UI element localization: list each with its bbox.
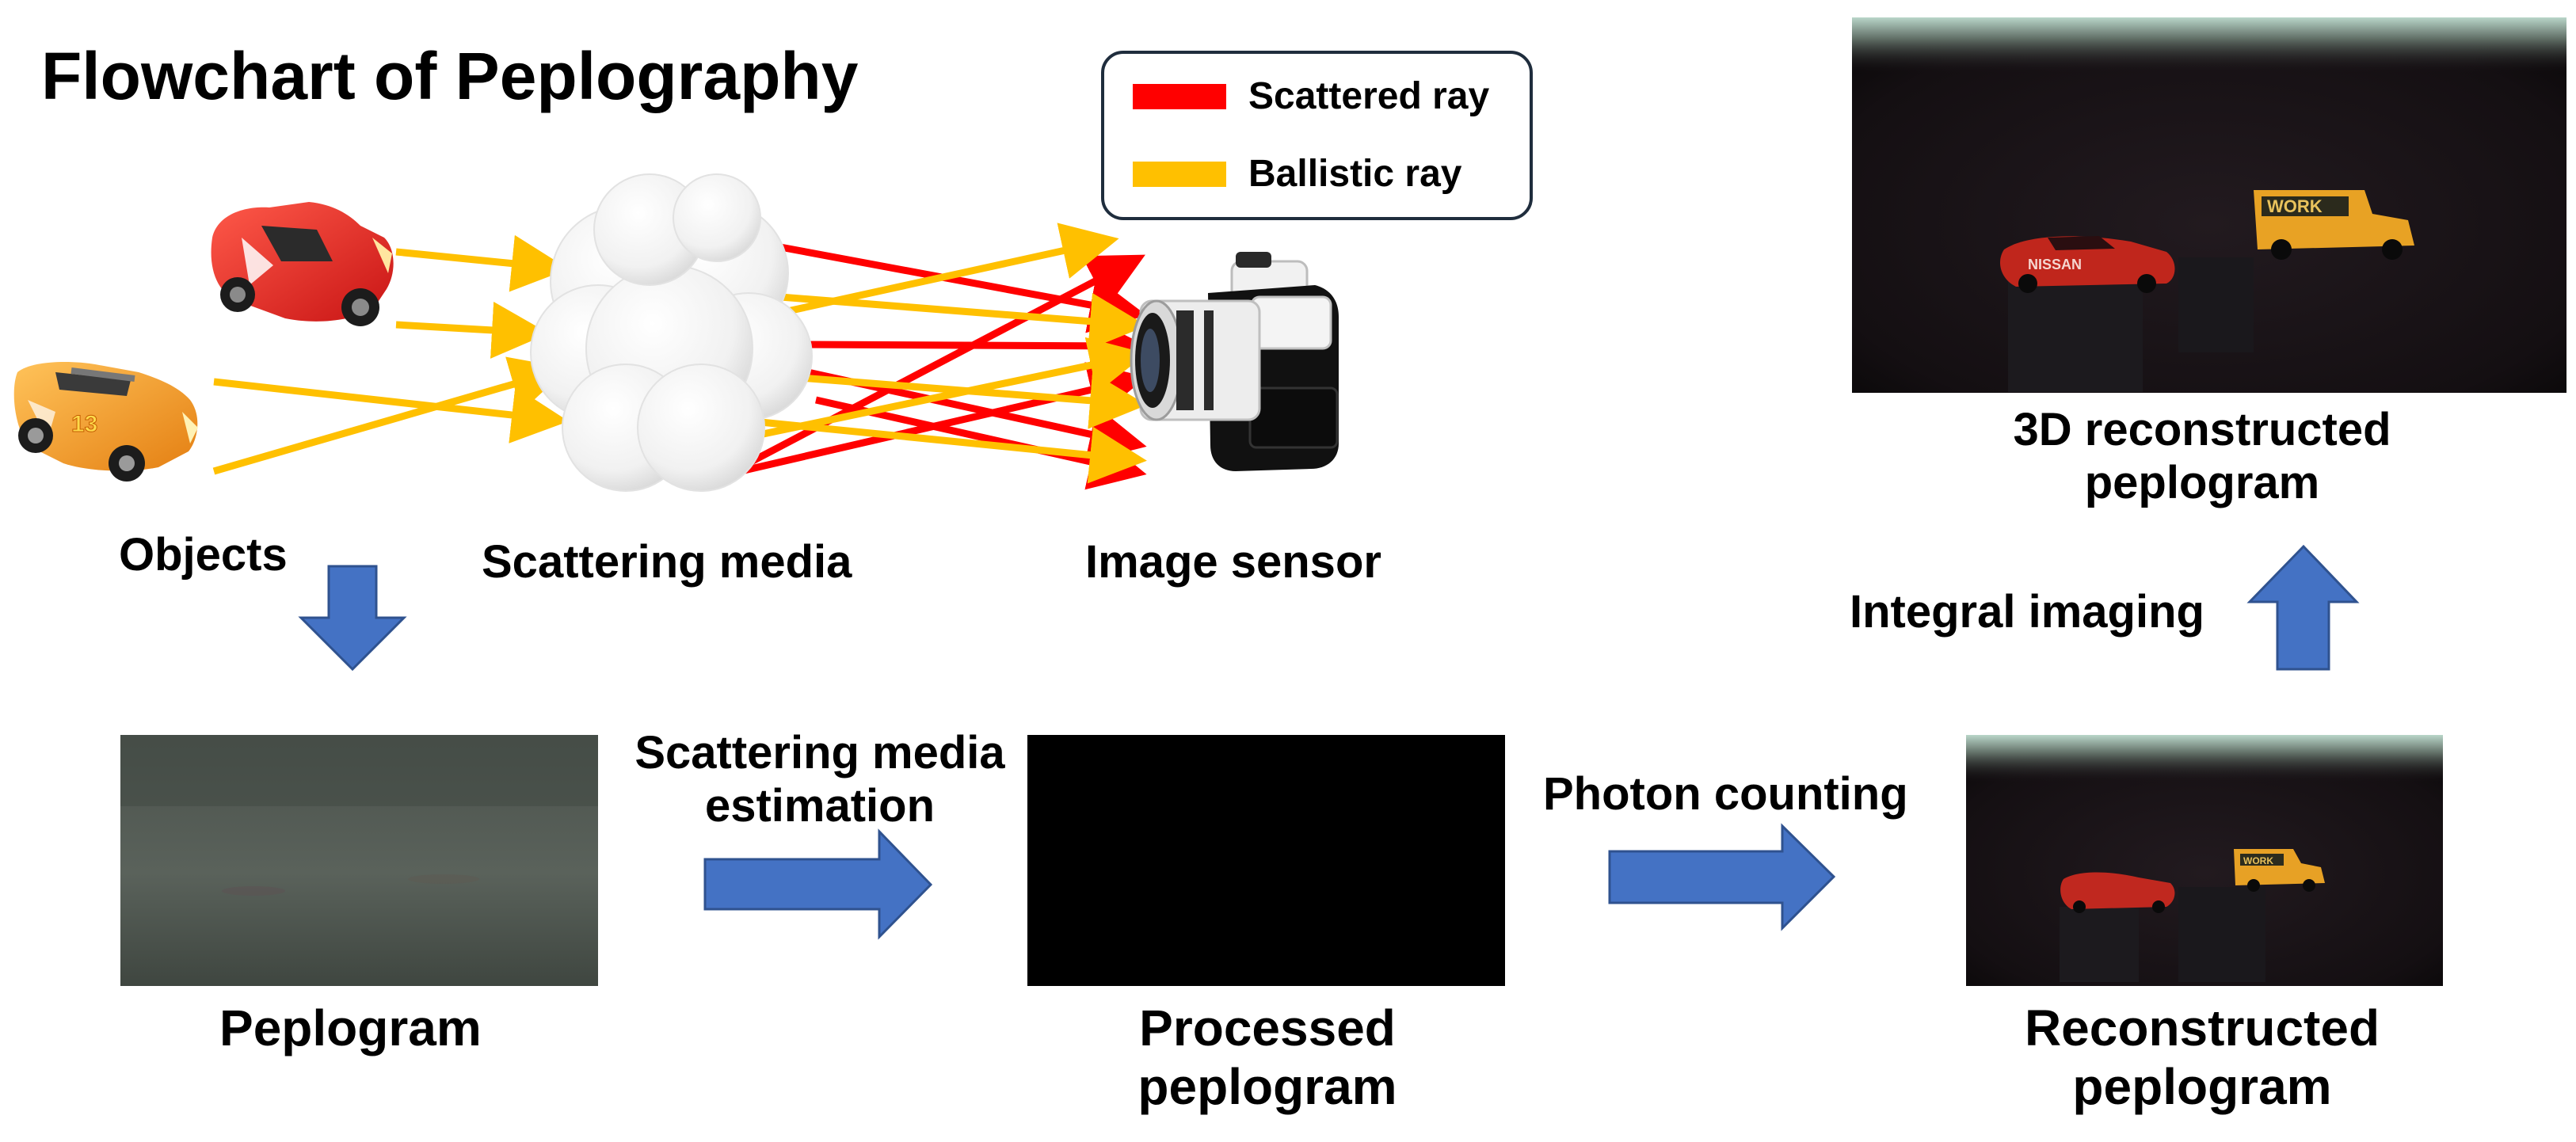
ballistic-rays-incoming [212,234,569,475]
legend: Scattered ray Ballistic ray [1101,51,1533,220]
estimation-label-line1: Scattering media [634,727,1005,778]
truck-sign-text: WORK [2267,196,2323,216]
truck-sign-small: WORK [2243,855,2273,866]
estimation-label-line2: estimation [704,779,936,832]
processed-label-line1: Processed [1139,999,1396,1056]
photon-counting-label: Photon counting [1543,768,1908,820]
red-car-icon [211,202,394,326]
peplogram-label: Peplogram [219,999,482,1056]
scattering-media-label: Scattering media [482,536,852,588]
down-arrow-icon [298,565,407,672]
estimation-label: Scattering media estimation [614,727,1026,832]
right-arrow-icon-estimation [703,828,933,940]
page-title: Flowchart of Peplography [41,39,859,113]
processed-peplogram-image [1027,735,1505,986]
reconstructed-label: Reconstructed peplogram [1933,999,2471,1116]
reconstructed-label-line2: peplogram [2072,1057,2332,1115]
reconstructed-peplogram-image: WORK [1966,735,2443,986]
cloud-icon [530,173,813,492]
camera-icon [1130,252,1339,471]
right-arrow-icon-photon [1608,823,1836,931]
up-arrow-icon [2246,544,2360,671]
integral-imaging-label: Integral imaging [1850,586,2204,638]
ballistic-ray-label: Ballistic ray [1248,153,1462,195]
peplogram-image [120,735,598,986]
yellow-car-icon: 13 [13,362,198,482]
ballistic-rays-outgoing [736,223,1147,484]
processed-label-line2: peplogram [1137,1057,1397,1115]
scattered-ray-label: Scattered ray [1248,75,1490,117]
ballistic-ray-swatch [1133,162,1226,187]
image-sensor-label: Image sensor [1085,536,1381,588]
reconstructed-3d-peplogram-image: NISSAN WORK [1852,17,2566,393]
scattered-ray-swatch [1133,84,1226,109]
reconstructed-3d-label-line2: peplogram [2084,456,2320,508]
objects-label: Objects [119,529,288,581]
processed-label: Processed peplogram [1030,999,1505,1116]
reconstructed-label-line1: Reconstructed [2024,999,2380,1056]
car-number: 13 [71,411,97,437]
car-brand-text: NISSAN [2028,257,2082,272]
reconstructed-3d-label: 3D reconstructed peplogram [1893,404,2511,509]
reconstructed-3d-label-line1: 3D reconstructed [2013,404,2391,455]
